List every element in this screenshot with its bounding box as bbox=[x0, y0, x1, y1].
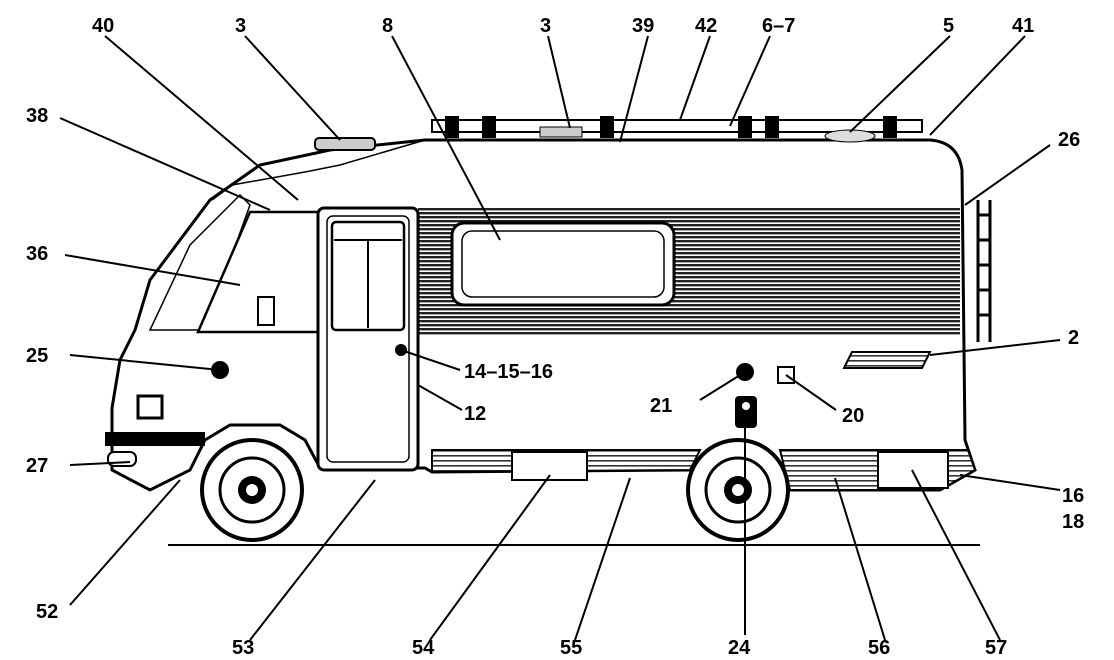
callout-25: 25 bbox=[26, 345, 48, 367]
callout-6-7: 6–7 bbox=[762, 15, 795, 37]
callout-18: 18 bbox=[1062, 511, 1084, 533]
callout-57: 57 bbox=[985, 637, 1007, 659]
callout-42: 42 bbox=[695, 15, 717, 37]
callout-36: 36 bbox=[26, 243, 48, 265]
callout-20: 20 bbox=[842, 405, 864, 427]
callout-55: 55 bbox=[560, 637, 582, 659]
leader-lines bbox=[59, 35, 1061, 641]
callout-16: 16 bbox=[1062, 485, 1084, 507]
callout-12: 12 bbox=[464, 403, 486, 425]
callout-labels: 40 3 8 3 39 42 6–7 5 41 38 26 36 25 2 14… bbox=[26, 15, 1084, 659]
callout-52: 52 bbox=[36, 601, 58, 623]
roof-vent bbox=[539, 126, 583, 138]
front-bumper bbox=[105, 432, 205, 446]
fog-light bbox=[107, 451, 137, 467]
callout-24: 24 bbox=[728, 637, 751, 659]
callout-53: 53 bbox=[232, 637, 254, 659]
front-roof-vent bbox=[314, 137, 376, 151]
callout-56: 56 bbox=[868, 637, 890, 659]
rear-ladder bbox=[976, 200, 992, 342]
side-mirror bbox=[257, 296, 275, 326]
callout-27: 27 bbox=[26, 455, 48, 477]
callout-14-15-16: 14–15–16 bbox=[464, 361, 553, 383]
windshield-frame bbox=[148, 193, 251, 331]
water-filler bbox=[735, 396, 757, 428]
callout-3-roof: 3 bbox=[540, 15, 551, 37]
rear-wheel bbox=[686, 438, 790, 542]
front-wheel bbox=[200, 438, 304, 542]
roof-fan bbox=[824, 129, 876, 143]
headlight bbox=[136, 394, 164, 420]
callout-26: 26 bbox=[1058, 129, 1080, 151]
callout-38: 38 bbox=[26, 105, 48, 127]
callout-8: 8 bbox=[382, 15, 393, 37]
roof-rack-straps bbox=[445, 116, 897, 138]
callout-40: 40 bbox=[92, 15, 114, 37]
callout-21: 21 bbox=[650, 395, 672, 417]
callout-54: 54 bbox=[412, 637, 435, 659]
callout-5: 5 bbox=[943, 15, 954, 37]
brand-logo bbox=[842, 351, 932, 369]
callout-2: 2 bbox=[1068, 327, 1079, 349]
callout-3-front: 3 bbox=[235, 15, 246, 37]
callout-39: 39 bbox=[632, 15, 654, 37]
callout-41: 41 bbox=[1012, 15, 1034, 37]
